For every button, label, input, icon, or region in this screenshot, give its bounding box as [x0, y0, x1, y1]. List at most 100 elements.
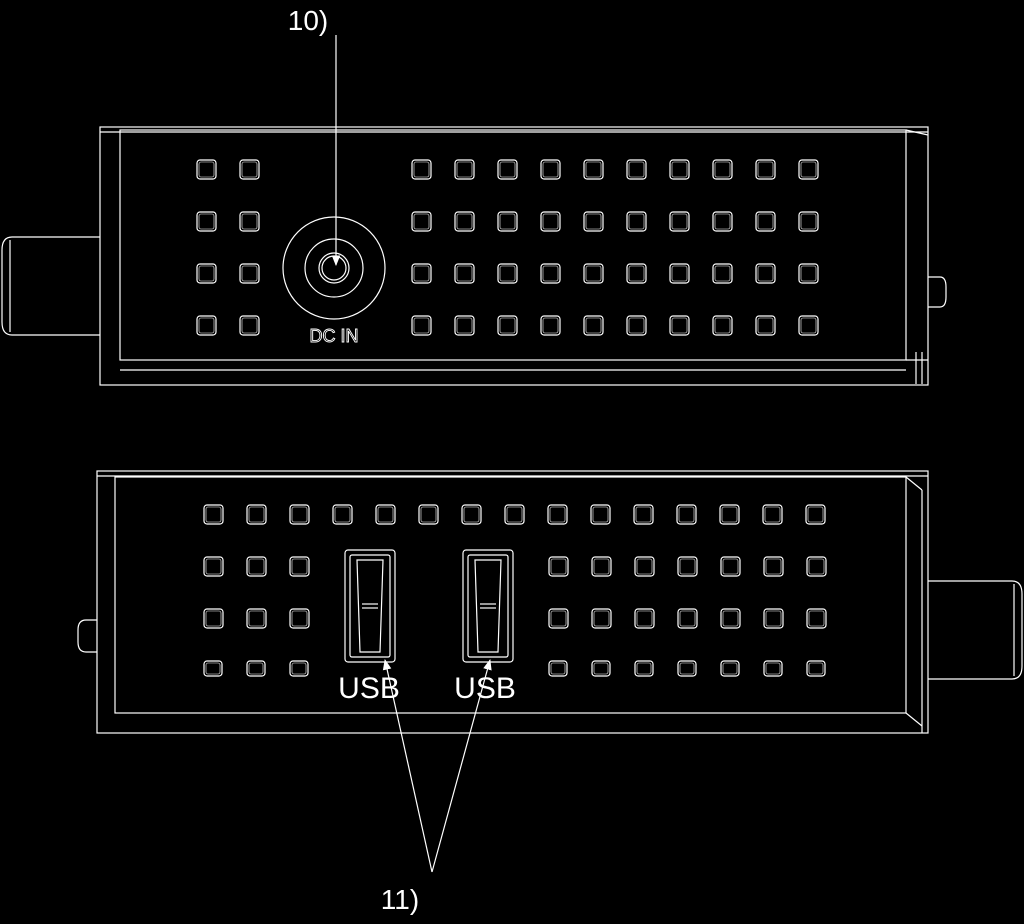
- vent-slot-inner: [550, 610, 567, 627]
- vent-slot-inner: [241, 317, 258, 334]
- right-connector-plug: [928, 580, 1023, 680]
- vent-slot-inner: [636, 610, 653, 627]
- vent-slot-inner: [241, 265, 258, 282]
- vent-slot: [411, 315, 432, 336]
- vent-slot: [203, 504, 224, 525]
- callout-11-label: 11): [381, 884, 419, 915]
- vent-slot: [712, 315, 733, 336]
- vent-slot: [289, 504, 310, 525]
- vent-slot: [806, 660, 826, 677]
- left-connector-plug: [1, 236, 100, 336]
- vent-slot: [289, 556, 310, 577]
- vent-slot: [583, 159, 604, 180]
- usb-port-right[interactable]: [462, 549, 514, 663]
- vent-slot: [196, 263, 217, 284]
- vent-slot: [626, 263, 647, 284]
- vent-slot-inner: [456, 213, 473, 230]
- vent-slot-inner: [463, 506, 480, 523]
- vent-slot: [411, 263, 432, 284]
- callout-11-leader-left: [382, 658, 433, 873]
- vent-slot: [677, 660, 697, 677]
- vent-slot-inner: [413, 265, 430, 282]
- vent-slot: [762, 504, 783, 525]
- vent-slot-inner: [542, 317, 559, 334]
- vent-slot: [375, 504, 396, 525]
- vent-slot: [196, 211, 217, 232]
- callout-11-leader-right: [431, 658, 492, 873]
- vent-slot-inner: [671, 161, 688, 178]
- vent-slot-inner: [722, 610, 739, 627]
- vent-slot-inner: [499, 265, 516, 282]
- vent-slot-inner: [499, 161, 516, 178]
- vent-slot-inner: [714, 161, 731, 178]
- top-vent-grid: [196, 159, 819, 336]
- housing-corner: [905, 129, 929, 136]
- vent-slot-inner: [585, 213, 602, 230]
- vent-slot: [677, 608, 698, 629]
- vent-slot: [497, 315, 518, 336]
- vent-slot-inner: [671, 213, 688, 230]
- vent-slot-inner: [628, 161, 645, 178]
- vent-slot: [798, 211, 819, 232]
- vent-slot: [712, 211, 733, 232]
- vent-slot: [720, 608, 741, 629]
- usb-port-left[interactable]: [344, 549, 396, 663]
- vent-slot: [547, 504, 568, 525]
- vent-slot-inner: [593, 610, 610, 627]
- vent-slot-inner: [205, 506, 222, 523]
- vent-slot: [239, 263, 260, 284]
- vent-slot: [239, 315, 260, 336]
- vent-slot: [712, 159, 733, 180]
- vent-slot-inner: [592, 506, 609, 523]
- vent-slot: [289, 660, 309, 677]
- vent-slot-inner: [765, 662, 781, 675]
- vent-slot: [454, 263, 475, 284]
- vent-slot-inner: [456, 317, 473, 334]
- vent-slot: [411, 159, 432, 180]
- vent-slot: [454, 159, 475, 180]
- vent-slot: [669, 263, 690, 284]
- vent-slot-inner: [585, 265, 602, 282]
- vent-slot-inner: [635, 506, 652, 523]
- vent-slot: [798, 159, 819, 180]
- vent-slot-inner: [542, 213, 559, 230]
- vent-slot: [540, 315, 561, 336]
- vent-slot: [720, 556, 741, 577]
- vent-slot-inner: [764, 506, 781, 523]
- vent-slot-inner: [499, 213, 516, 230]
- vent-slot: [461, 504, 482, 525]
- vent-slot: [246, 504, 267, 525]
- vent-slot: [548, 556, 569, 577]
- vent-slot-inner: [628, 213, 645, 230]
- vent-slot-inner: [722, 662, 738, 675]
- vent-slot: [203, 556, 224, 577]
- vent-slot: [548, 608, 569, 629]
- vent-slot: [634, 556, 655, 577]
- vent-slot-inner: [679, 610, 696, 627]
- vent-slot: [798, 263, 819, 284]
- vent-slot-inner: [413, 161, 430, 178]
- bottom-housing-outer: [96, 470, 929, 734]
- dc-in-jack[interactable]: [282, 216, 386, 320]
- vent-slot-inner: [542, 265, 559, 282]
- vent-slot-inner: [585, 161, 602, 178]
- vent-slot: [590, 504, 611, 525]
- vent-slot: [454, 211, 475, 232]
- vent-slot-inner: [413, 213, 430, 230]
- vent-slot-inner: [456, 265, 473, 282]
- usb-label-left: USB: [338, 672, 400, 705]
- vent-slot-inner: [636, 558, 653, 575]
- vent-slot: [246, 556, 267, 577]
- vent-slot: [497, 159, 518, 180]
- vent-slot-inner: [248, 506, 265, 523]
- vent-slot: [677, 556, 698, 577]
- bottom-vent-grid: [203, 504, 827, 677]
- vent-slot: [591, 660, 611, 677]
- vent-slot-inner: [757, 213, 774, 230]
- vent-slot-inner: [198, 317, 215, 334]
- vent-slot: [719, 504, 740, 525]
- vent-slot-inner: [198, 213, 215, 230]
- vent-slot: [332, 504, 353, 525]
- vent-slot: [712, 263, 733, 284]
- vent-slot-inner: [679, 558, 696, 575]
